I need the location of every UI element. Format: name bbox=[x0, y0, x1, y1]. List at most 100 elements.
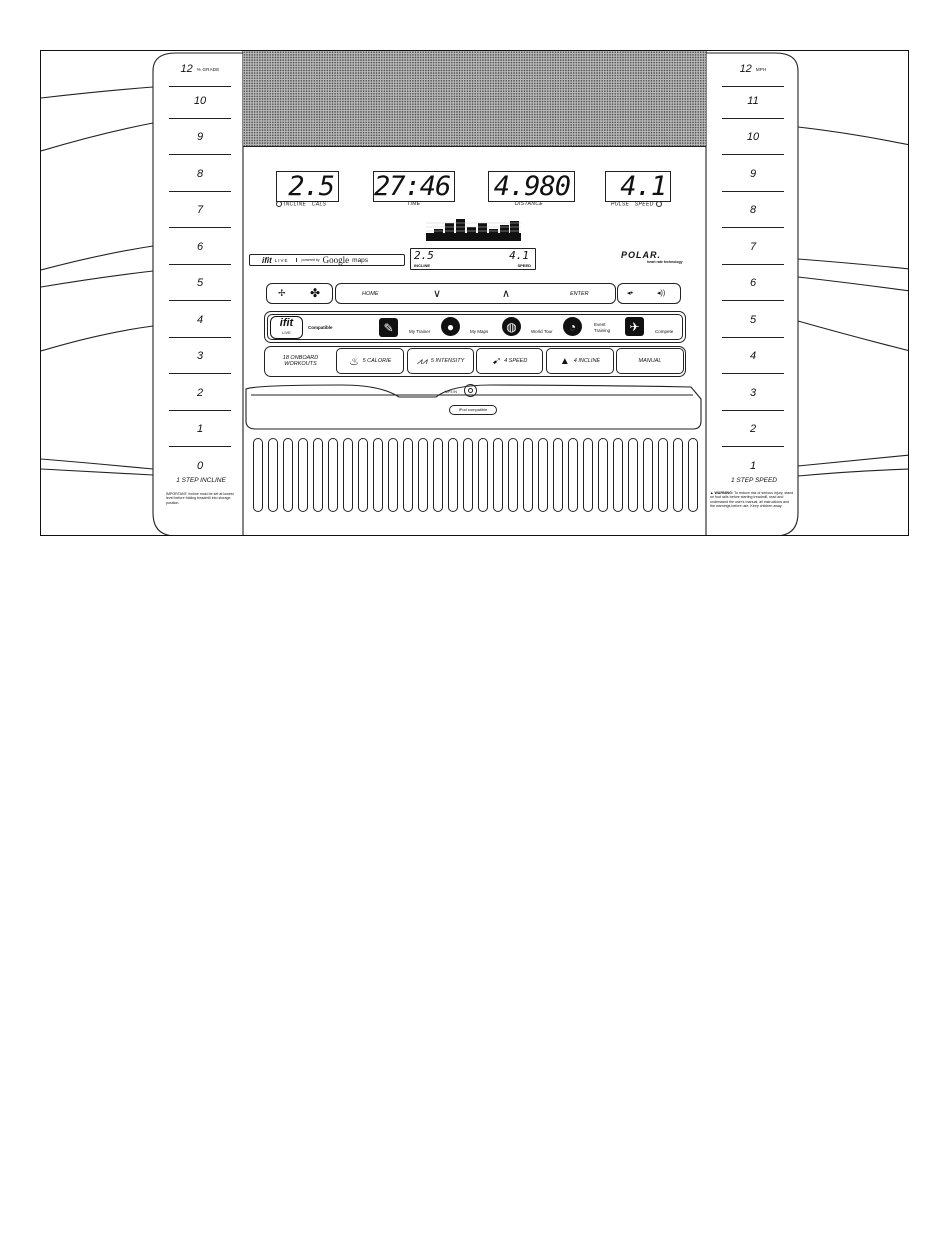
incline-unit-label: % GRADE bbox=[196, 66, 220, 72]
globe-icon[interactable]: ◍ bbox=[502, 317, 521, 336]
incline-key[interactable]: 9 bbox=[169, 119, 231, 155]
treadmill-console-diagram: 12 % GRADE 10 9 8 7 6 5 4 3 2 1 0 1 STEP… bbox=[40, 50, 909, 536]
incline-key-label: 5 bbox=[196, 277, 204, 289]
incline-key[interactable]: 7 bbox=[169, 192, 231, 228]
onboard-workouts-label: 18 ONBOARD WORKOUTS bbox=[268, 348, 333, 374]
incline-key-label: 4 bbox=[196, 314, 204, 326]
warning-note: ▲ WARNING: To reduce risk of serious inj… bbox=[710, 491, 794, 508]
vent-slot bbox=[253, 438, 263, 512]
event-training-label: Event Training bbox=[594, 322, 611, 333]
speed-unit-label: MPH bbox=[755, 66, 767, 72]
workout-speed-label: 4 SPEED bbox=[504, 358, 528, 364]
incline-key[interactable]: 10 bbox=[169, 83, 231, 119]
vent-slot bbox=[613, 438, 623, 512]
speed-key[interactable]: 7 bbox=[722, 229, 784, 265]
speed-key[interactable]: 10 bbox=[722, 119, 784, 155]
stopwatch-icon[interactable]: ◔ bbox=[563, 317, 582, 336]
display-incline: 2.5 bbox=[276, 171, 339, 202]
vent-slot bbox=[343, 438, 353, 512]
ifit-logo: ifit bbox=[262, 255, 272, 265]
mini-speed-label: SPEED bbox=[517, 263, 531, 268]
speed-key[interactable]: 2 bbox=[722, 411, 784, 447]
speed-key-label: 1 bbox=[749, 460, 757, 472]
fan-low-icon[interactable]: ✢ bbox=[278, 288, 286, 298]
chevron-down-icon[interactable]: ∨ bbox=[433, 288, 442, 300]
distance-label: DISTANCE bbox=[515, 201, 544, 207]
manual-button[interactable]: MANUAL bbox=[616, 348, 684, 374]
manual-label: MANUAL bbox=[638, 358, 662, 364]
my-maps-label: My Maps bbox=[470, 329, 489, 334]
workout-intensity-button[interactable]: ⩘⩘ 5 INTENSITY bbox=[407, 348, 474, 374]
speed-key-12[interactable]: 12 MPH bbox=[722, 51, 784, 87]
vent-slot bbox=[508, 438, 518, 512]
chevron-up-icon[interactable]: ∧ bbox=[502, 288, 511, 300]
display-incline-label: INCLINE CALS bbox=[276, 201, 326, 207]
enter-button[interactable]: ENTER bbox=[570, 291, 589, 297]
vent-slot bbox=[538, 438, 548, 512]
vent-slot bbox=[598, 438, 608, 512]
speed-key[interactable]: 5 bbox=[722, 302, 784, 338]
mp3-jack[interactable] bbox=[464, 384, 477, 397]
warning-body: To reduce risk of serious injury, stand … bbox=[710, 491, 794, 508]
navigation-bar: HOME ∨ ∧ ENTER bbox=[335, 283, 616, 304]
incline-key[interactable]: 8 bbox=[169, 156, 231, 192]
incline-key[interactable]: 6 bbox=[169, 229, 231, 265]
runner-icon[interactable]: ✈ bbox=[625, 317, 644, 336]
incline-key[interactable]: 1 bbox=[169, 411, 231, 447]
incline-key-label: 0 bbox=[196, 460, 204, 472]
speed-label: SPEED bbox=[634, 201, 654, 208]
display-distance: 4.980 bbox=[488, 171, 575, 202]
incline-key[interactable]: 3 bbox=[169, 338, 231, 374]
jack-hole-icon bbox=[468, 388, 473, 393]
incline-key[interactable]: 0 bbox=[169, 448, 231, 484]
incline-label: INCLINE bbox=[283, 201, 307, 208]
workout-speed-button[interactable]: ➹ 4 SPEED bbox=[476, 348, 543, 374]
mp3-in-label: MP3 IN bbox=[445, 390, 457, 394]
fan-high-icon[interactable]: ✤ bbox=[310, 286, 321, 300]
cals-label: CALS bbox=[311, 201, 327, 208]
time-label: TIME bbox=[407, 201, 421, 207]
speed-key-label: 12 bbox=[739, 63, 752, 75]
pulse-label: PULSE bbox=[611, 201, 630, 208]
speed-key[interactable]: 4 bbox=[722, 338, 784, 374]
home-button[interactable]: HOME bbox=[362, 291, 379, 297]
volume-down-icon[interactable]: ◂• bbox=[627, 290, 633, 297]
speed-key-label: 9 bbox=[749, 168, 757, 180]
vent-slot bbox=[658, 438, 668, 512]
vent-slot bbox=[688, 438, 698, 512]
indicator-dot bbox=[655, 201, 662, 207]
incline-key[interactable]: 4 bbox=[169, 302, 231, 338]
volume-up-icon[interactable]: ◂)) bbox=[657, 290, 666, 297]
display-speed-label: PULSE SPEED bbox=[611, 201, 662, 207]
speed-key[interactable]: 8 bbox=[722, 192, 784, 228]
speed-key[interactable]: 11 bbox=[722, 83, 784, 119]
trainer-icon[interactable]: ✎ bbox=[379, 318, 398, 337]
vent-slot bbox=[358, 438, 368, 512]
speed-keypad: 12 MPH 11 10 9 8 7 6 5 4 3 2 1 1 STEP SP… bbox=[706, 51, 798, 535]
incline-key[interactable]: 2 bbox=[169, 375, 231, 411]
vent-slot bbox=[553, 438, 563, 512]
vent-slot bbox=[643, 438, 653, 512]
map-pin-icon[interactable]: ● bbox=[441, 317, 460, 336]
vent-slot bbox=[313, 438, 323, 512]
speed-key-label: 7 bbox=[749, 241, 757, 253]
speed-key[interactable]: 9 bbox=[722, 156, 784, 192]
speed-key[interactable]: 1 bbox=[722, 448, 784, 484]
speed-step-label: 1 STEP SPEED bbox=[731, 477, 777, 484]
workout-incline-button[interactable]: ▲ 4 INCLINE bbox=[546, 348, 614, 374]
winged-foot-icon: ➹ bbox=[491, 355, 501, 367]
speaker-grille bbox=[243, 51, 706, 147]
speed-key[interactable]: 6 bbox=[722, 265, 784, 301]
speed-key-label: 6 bbox=[749, 277, 757, 289]
speed-key-label: 8 bbox=[749, 204, 757, 216]
incline-key[interactable]: 5 bbox=[169, 265, 231, 301]
incline-key-label: 9 bbox=[196, 131, 204, 143]
speed-key[interactable]: 3 bbox=[722, 375, 784, 411]
compatible-label: Compatible bbox=[308, 325, 333, 330]
workout-calorie-button[interactable]: ♨ 5 CALORIE bbox=[336, 348, 404, 374]
incline-key-label: 6 bbox=[196, 241, 204, 253]
center-panel: 2.5 27:46 4.980 4.1 INCLINE CALS TIME DI… bbox=[243, 51, 706, 535]
incline-key-12[interactable]: 12 % GRADE bbox=[169, 51, 231, 87]
speed-key-label: 4 bbox=[749, 350, 757, 362]
maps-label: maps bbox=[352, 256, 369, 264]
